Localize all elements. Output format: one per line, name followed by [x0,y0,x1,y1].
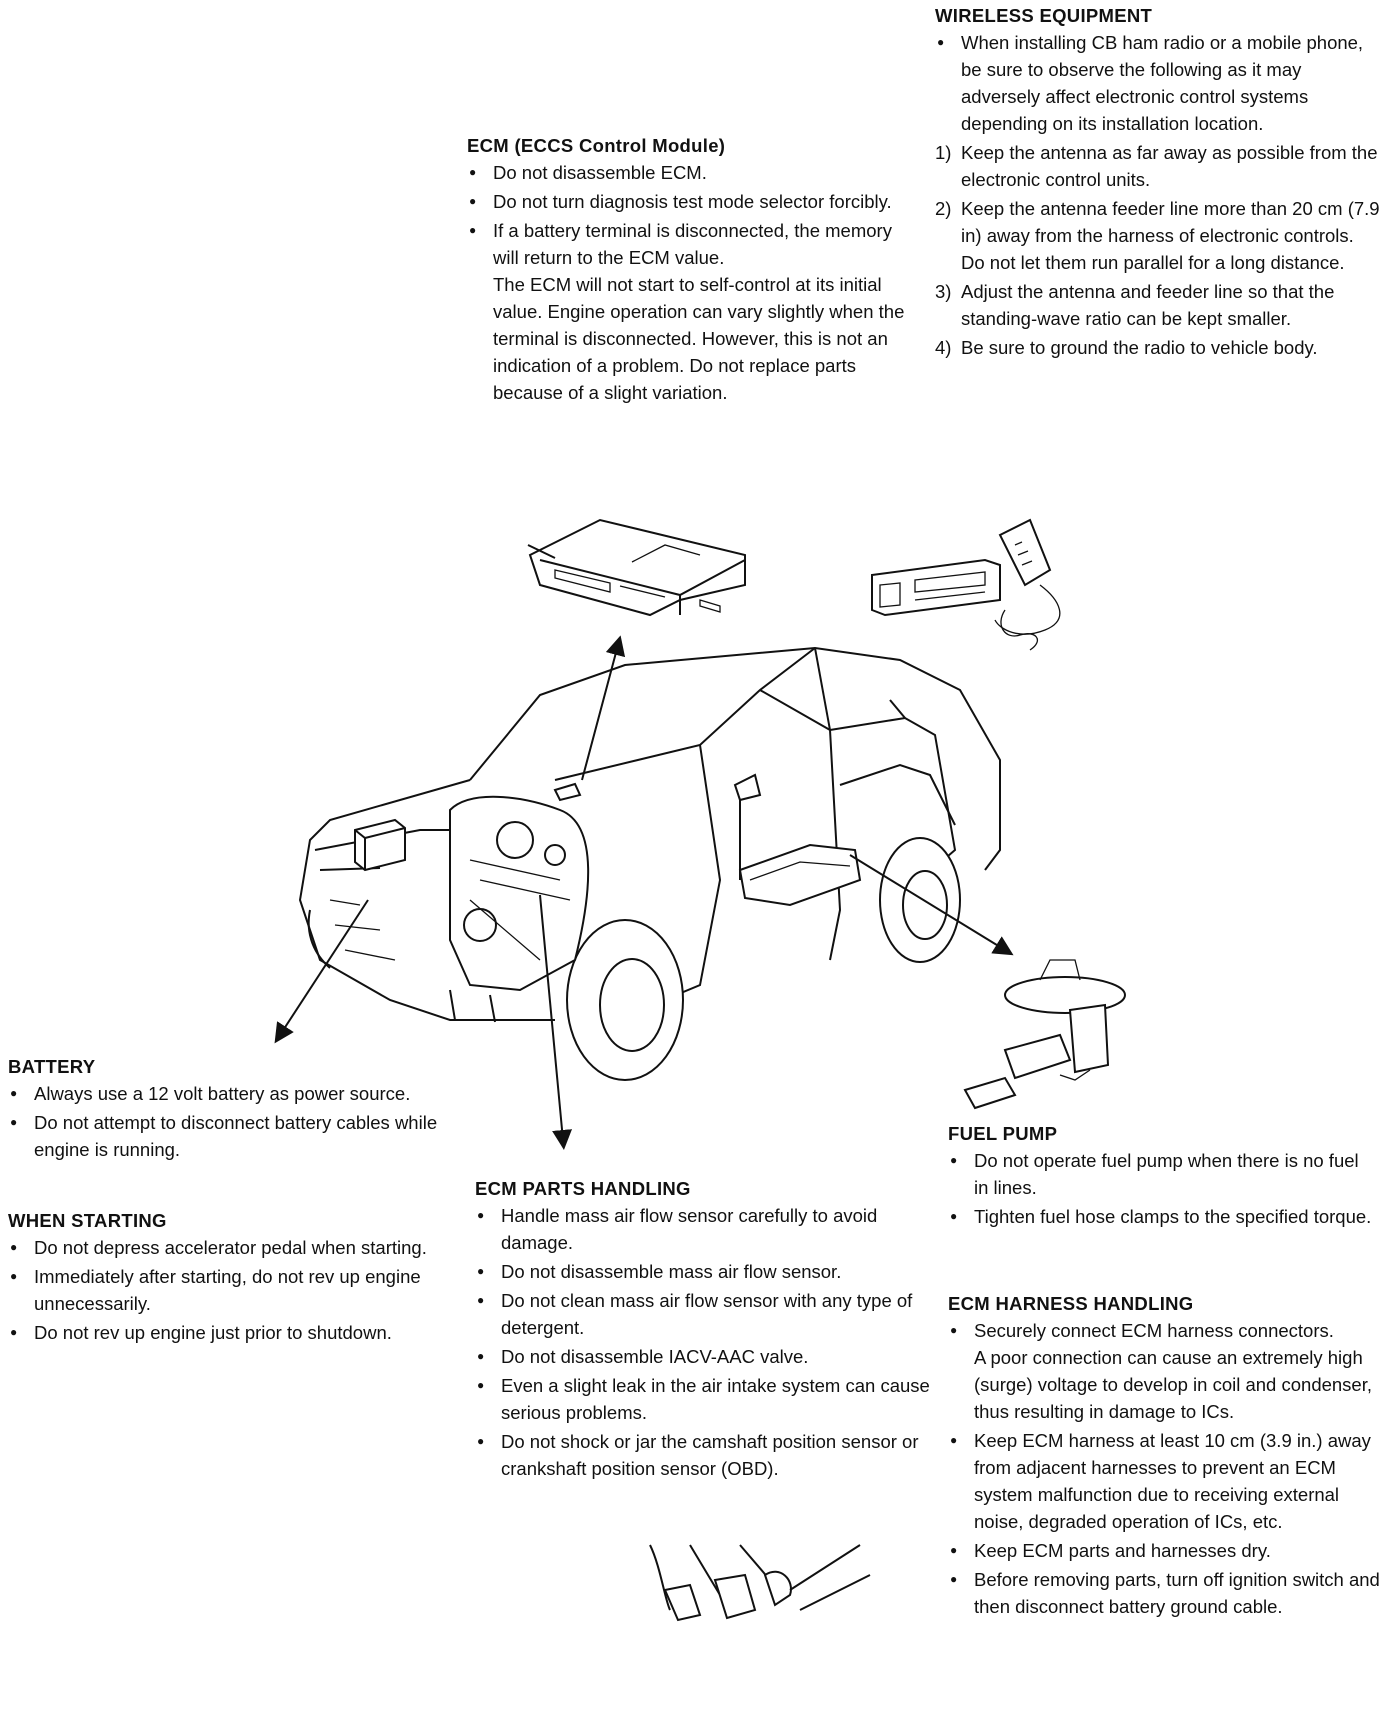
ecm-item-text: If a battery terminal is disconnected, t… [493,220,892,268]
parts-item: Do not clean mass air flow sensor with a… [475,1287,930,1341]
ecm-item: If a battery terminal is disconnected, t… [467,217,907,406]
starting-item: Do not depress accelerator pedal when st… [8,1234,453,1261]
step-number: 4) [935,337,952,358]
step-text: Be sure to ground the radio to vehicle b… [961,337,1318,358]
harness-item: Securely connect ECM harness connectors.… [948,1317,1383,1425]
parts-title: ECM PARTS HANDLING [475,1178,691,1199]
ecm-item: Do not turn diagnosis test mode selector… [467,188,907,215]
step-text: Keep the antenna as far away as possible… [961,142,1378,190]
battery-title: BATTERY [8,1056,96,1077]
wireless-intro: When installing CB ham radio or a mobile… [935,29,1385,137]
parts-item: Even a slight leak in the air intake sys… [475,1372,930,1426]
step-number: 2) [935,198,952,219]
starting-section: WHEN STARTING Do not depress accelerator… [8,1207,453,1348]
ecm-unit-icon [527,518,746,617]
wireless-step: 1) Keep the antenna as far away as possib… [935,139,1385,193]
fuel-title: FUEL PUMP [948,1123,1058,1144]
step-text: Keep the antenna feeder line more than 2… [961,198,1380,246]
parts-item: Do not disassemble mass air flow sensor. [475,1258,930,1285]
ecm-note: The ECM will not start to self-control a… [493,274,905,403]
ecm-title: ECM (ECCS Control Module) [467,135,726,156]
connector-icon [649,1544,871,1622]
pointer-arrows [274,635,1014,1150]
radio-icon [871,518,1061,651]
step-extra: Do not let them run parallel for a long … [961,252,1345,273]
wireless-step: 3) Adjust the antenna and feeder line so … [935,278,1385,332]
parts-item: Do not disassemble IACV-AAC valve. [475,1343,930,1370]
battery-item: Do not attempt to disconnect battery cab… [8,1109,448,1163]
starting-item: Immediately after starting, do not rev u… [8,1263,453,1317]
starting-title: WHEN STARTING [8,1210,167,1231]
harness-title: ECM HARNESS HANDLING [948,1293,1194,1314]
fuel-pump-icon [963,959,1126,1110]
fuel-section: FUEL PUMP Do not operate fuel pump when … [948,1120,1378,1232]
starting-item: Do not rev up engine just prior to shutd… [8,1319,453,1346]
fuel-item: Tighten fuel hose clamps to the specifie… [948,1203,1378,1230]
wireless-title: WIRELESS EQUIPMENT [935,5,1153,26]
wireless-step: 2) Keep the antenna feeder line more than… [935,195,1385,276]
harness-item: Keep ECM parts and harnesses dry. [948,1537,1383,1564]
harness-note: A poor connection can cause an extremely… [974,1347,1373,1422]
step-text: Adjust the antenna and feeder line so th… [961,281,1335,329]
harness-section: ECM HARNESS HANDLING Securely connect EC… [948,1290,1383,1622]
step-number: 1) [935,142,952,163]
parts-section: ECM PARTS HANDLING Handle mass air flow … [475,1175,930,1484]
ecm-section: ECM (ECCS Control Module) Do not disasse… [467,132,907,408]
wireless-section: WIRELESS EQUIPMENT When installing CB ha… [935,2,1385,363]
wireless-step: 4) Be sure to ground the radio to vehicle… [935,334,1385,361]
ecm-item: Do not disassemble ECM. [467,159,907,186]
harness-item: Before removing parts, turn off ignition… [948,1566,1383,1620]
parts-item: Handle mass air flow sensor carefully to… [475,1202,930,1256]
vehicle-icon [298,646,1001,1081]
harness-item: Keep ECM harness at least 10 cm (3.9 in.… [948,1427,1383,1535]
harness-item-text: Securely connect ECM harness connectors. [974,1320,1334,1341]
battery-item: Always use a 12 volt battery as power so… [8,1080,448,1107]
step-number: 3) [935,281,952,302]
parts-item: Do not shock or jar the camshaft positio… [475,1428,930,1482]
battery-section: BATTERY Always use a 12 volt battery as … [8,1053,448,1165]
fuel-item: Do not operate fuel pump when there is n… [948,1147,1378,1201]
